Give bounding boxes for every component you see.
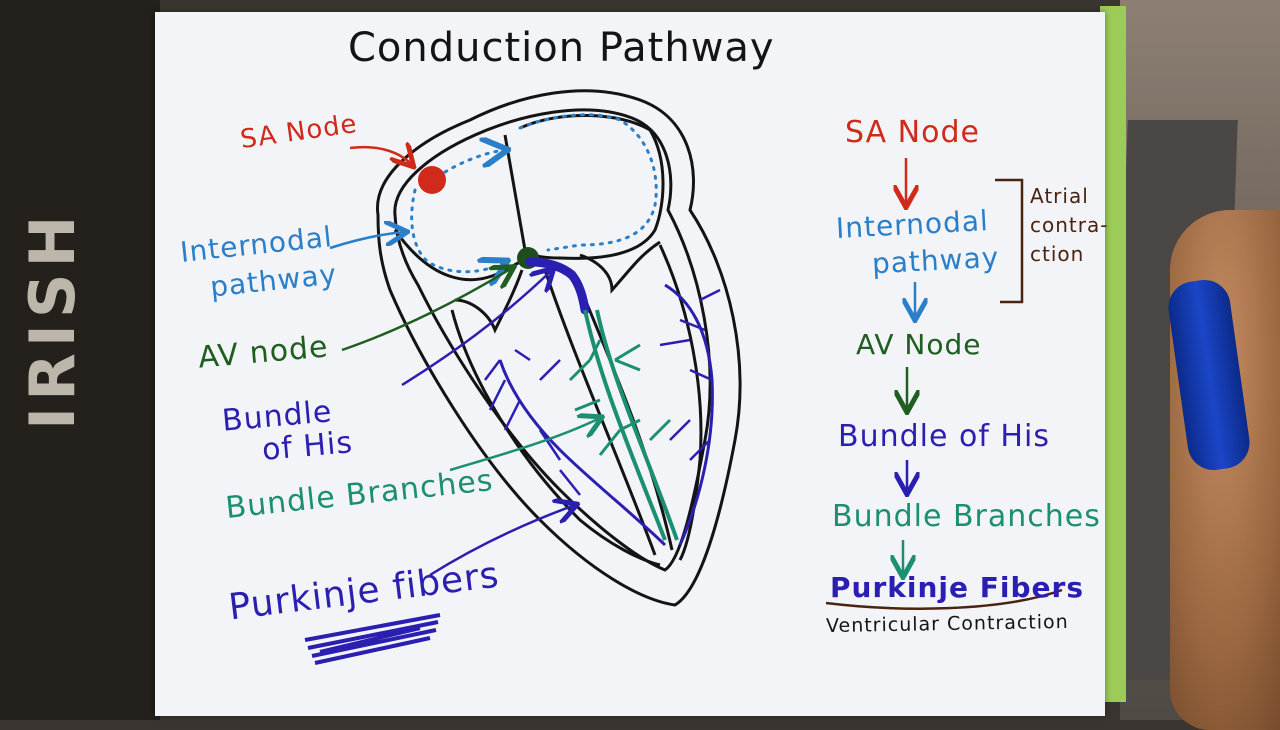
bundle-of-his [525, 257, 590, 315]
page-title: Conduction Pathway [348, 25, 775, 71]
atrial-note-line1: Atrial [1030, 184, 1089, 208]
flow-step-sa-node: SA Node [845, 115, 980, 150]
left-atrium-wall [519, 114, 665, 260]
heart-outline-inner [393, 108, 712, 572]
atrial-note-line3: ction [1030, 242, 1085, 266]
paper-sheet [155, 12, 1105, 716]
flow-step-bundle-his: Bundle of His [838, 419, 1050, 454]
internodal-pathway-3 [410, 188, 505, 272]
flow-step-av-node: AV Node [856, 328, 982, 361]
internodal-pointer [329, 232, 405, 250]
dark-background-left [0, 0, 160, 720]
flow-step-purkinje: Purkinje Fibers [830, 571, 1084, 604]
left-ventricle-wall [658, 244, 703, 561]
label-bundle-line2: of His [260, 425, 355, 468]
ventricular-note: Ventricular Contraction [825, 610, 1069, 638]
sa-node-pointer [349, 147, 412, 165]
scribble-cross-out [304, 613, 441, 665]
flow-step-bundle-branches: Bundle Branches [832, 499, 1101, 534]
internodal-pathway-1 [443, 150, 505, 174]
bundle-branch-left [595, 309, 679, 541]
bundle-branches-pointer [449, 418, 600, 472]
atrial-note-line2: contra- [1030, 213, 1109, 237]
purkinje-pointer [429, 505, 575, 577]
right-ventricle-wall [450, 309, 661, 567]
teal-branch-a [568, 339, 672, 456]
bundle-his-pointer [401, 270, 552, 387]
bundle-branch-right [583, 309, 667, 541]
ventricular-septum-left [543, 269, 657, 556]
valve-right [579, 240, 661, 294]
av-node-pointer [341, 268, 512, 352]
sa-node-dot [418, 166, 446, 194]
flow-step-pathway: pathway [871, 240, 1001, 281]
internodal-pathway-2 [518, 113, 658, 252]
heart-outline-outer [376, 89, 742, 607]
atrial-bracket [995, 178, 1024, 304]
purkinje-branches [484, 288, 721, 496]
purkinje-main [498, 283, 714, 547]
purkinje-underline [825, 588, 1063, 610]
atrial-septum [503, 134, 527, 251]
